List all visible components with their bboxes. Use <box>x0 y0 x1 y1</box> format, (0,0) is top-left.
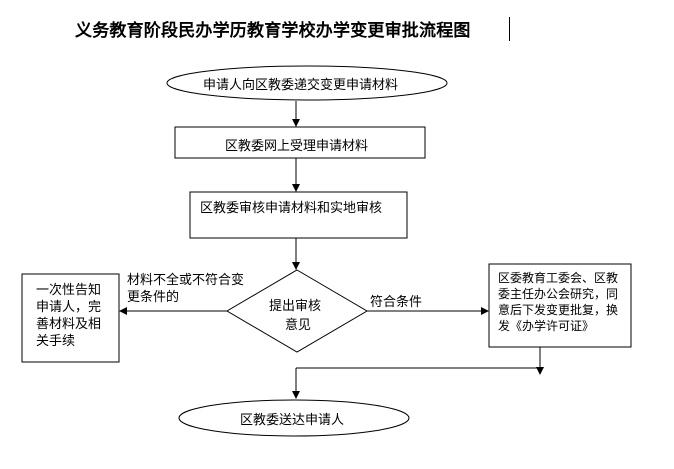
edge-label-no: 材料不全或不符合变更条件的 <box>127 273 245 305</box>
decision-node-shape <box>226 269 368 353</box>
edge-label-yes: 符合条件 <box>370 295 423 310</box>
end-node-shape <box>178 399 410 437</box>
end-node-label: 区教委送达申请人 <box>240 413 345 428</box>
review-node-label: 区教委审核申请材料和实地审核 <box>200 201 383 216</box>
page-title: 义务教育阶段民办学历教育学校办学变更审批流程图 <box>75 21 471 41</box>
approve-node-shape <box>488 263 632 348</box>
review-node-shape <box>189 191 408 239</box>
accept-node-label: 区教委网上受理申请材料 <box>225 139 369 154</box>
text-cursor <box>509 17 510 41</box>
accept-node-shape <box>174 126 426 159</box>
start-node-shape <box>166 65 448 101</box>
reject-node-shape <box>21 273 120 363</box>
decision-label-line2: 意见 <box>285 318 312 333</box>
approve-node-label: 区委教育工委会、区教委主任办公会研究，同意后下发变更批复，换发《办学许可证》 <box>498 271 619 333</box>
reject-node-label: 一次性告知申请人，完善材料及相关手续 <box>36 283 102 349</box>
decision-label-line1: 提出审核 <box>269 299 322 314</box>
start-node-label: 申请人向区教委递交变更申请材料 <box>203 78 399 93</box>
